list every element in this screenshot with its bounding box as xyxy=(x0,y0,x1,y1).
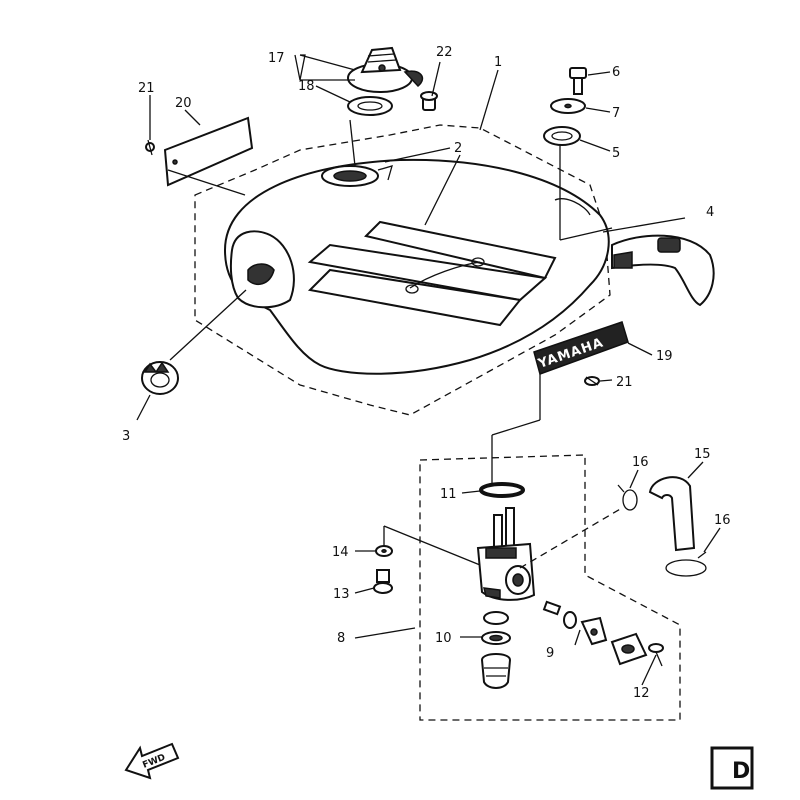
emblem-screw-upper xyxy=(145,139,155,156)
hose-clip-upper xyxy=(617,484,638,511)
label-part-18: 18 xyxy=(298,79,315,94)
label-part-10: 10 xyxy=(435,631,452,646)
front-damper-rubber xyxy=(141,361,179,395)
page-corner-tag: D xyxy=(710,746,754,790)
part-number-labels: 17 18 22 1 6 7 5 21 20 2 4 19 21 3 16 15… xyxy=(122,45,731,701)
tank-assembly-dashed-outline xyxy=(194,124,611,416)
caution-label-plate xyxy=(163,116,254,187)
tank-stripe-decal xyxy=(307,220,557,327)
sediment-cup xyxy=(480,653,512,689)
label-part-19: 19 xyxy=(656,349,673,364)
yamaha-emblem: YAMAHA xyxy=(533,321,629,375)
label-part-1: 1 xyxy=(494,55,502,70)
petcock-washer xyxy=(375,545,393,557)
petcock-lever xyxy=(580,616,608,646)
petcock-assembly-dashed-outline xyxy=(419,454,681,721)
label-part-4: 4 xyxy=(706,205,714,220)
label-part-22: 22 xyxy=(436,45,453,60)
corner-tag-letter: D xyxy=(732,759,750,784)
cover-plate-screw xyxy=(648,643,664,667)
label-part-6: 6 xyxy=(612,65,620,80)
petcock-mount-bolt xyxy=(373,569,393,594)
leader-lines xyxy=(136,54,721,686)
rear-tank-cover xyxy=(611,234,715,307)
label-part-16-lower: 16 xyxy=(714,513,731,528)
lever-spring-and-pin xyxy=(542,600,577,629)
rear-mount-grommet xyxy=(543,126,581,146)
emblem-screw-lower xyxy=(584,376,600,386)
label-part-11: 11 xyxy=(440,487,457,502)
label-part-13: 13 xyxy=(333,587,350,602)
label-part-21-lower: 21 xyxy=(616,375,633,390)
forward-direction-arrow: FWD xyxy=(124,742,180,780)
label-part-15: 15 xyxy=(694,447,711,462)
vent-screw xyxy=(420,91,438,111)
fuel-hose xyxy=(648,476,696,552)
petcock-o-ring-gasket xyxy=(479,482,525,498)
strainer-gasket xyxy=(481,611,511,645)
label-part-2: 2 xyxy=(454,141,462,156)
fuel-cock-assembly xyxy=(476,507,536,601)
label-part-3: 3 xyxy=(122,429,130,444)
rear-mount-bolt xyxy=(569,67,587,95)
cap-gasket xyxy=(347,96,393,116)
label-part-17: 17 xyxy=(268,51,285,66)
label-part-14: 14 xyxy=(332,545,349,560)
hose-clip-lower xyxy=(665,551,707,577)
lever-cover-plate xyxy=(610,632,648,666)
label-part-20: 20 xyxy=(175,96,192,111)
rear-mount-washer xyxy=(550,98,586,114)
label-part-16-upper: 16 xyxy=(632,455,649,470)
label-part-7: 7 xyxy=(612,106,620,121)
label-part-21-upper: 21 xyxy=(138,81,155,96)
label-part-8: 8 xyxy=(337,631,345,646)
label-part-5: 5 xyxy=(612,146,620,161)
label-part-9: 9 xyxy=(546,646,554,661)
label-part-12: 12 xyxy=(633,686,650,701)
fuel-filler-cap xyxy=(347,46,424,93)
